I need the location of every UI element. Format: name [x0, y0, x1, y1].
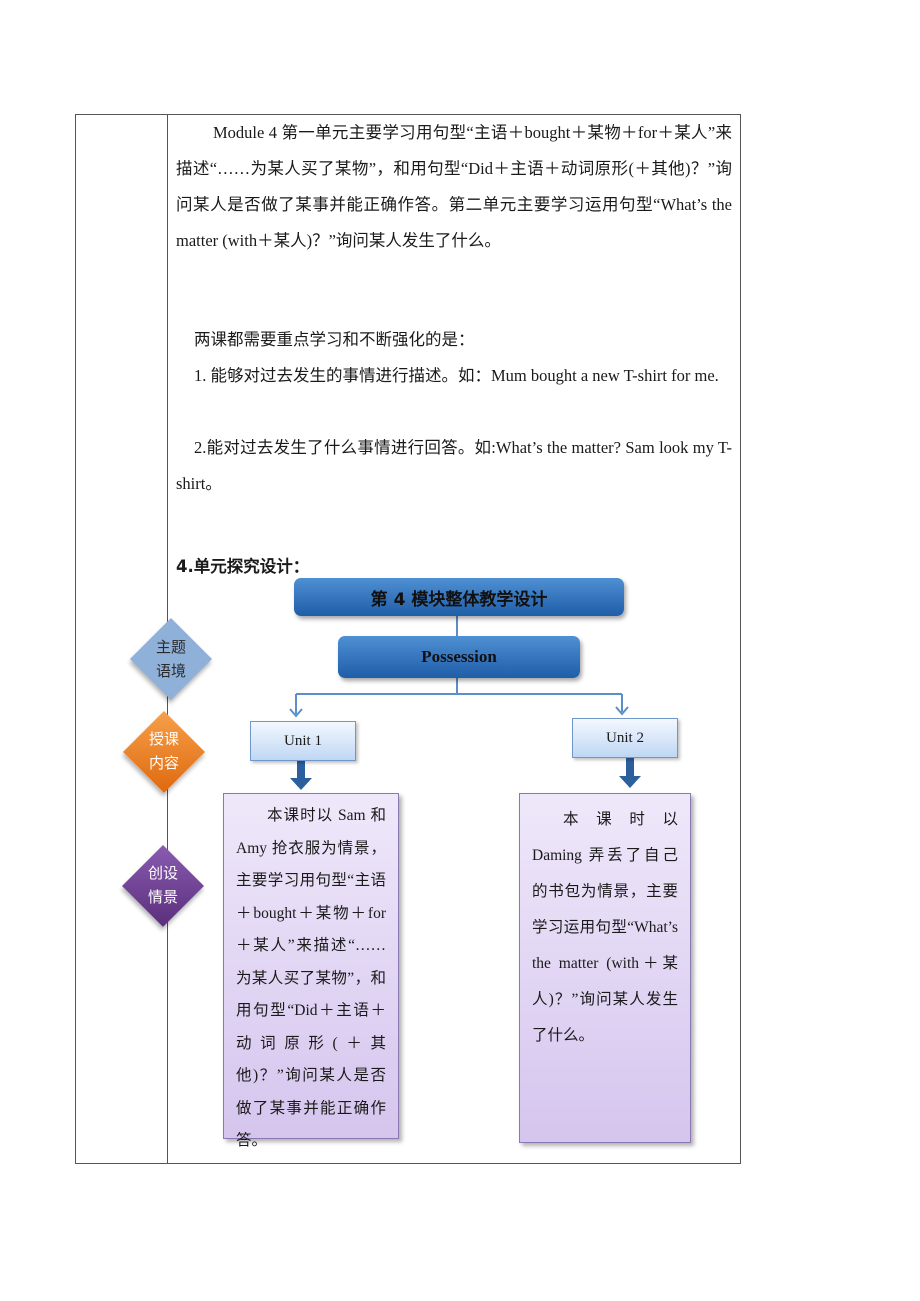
unit-1-content: 本课时以 Sam 和 Amy 抢衣服为情景，主要学习用句型“主语＋bought＋…	[223, 793, 399, 1149]
key-point-1: 1. 能够对过去发生的事情进行描述。如：Mum bought a new T-s…	[194, 366, 719, 385]
unit-2-content: 本课时以 Daming 弄丢了自己的书包为情景，主要学习运用句型“What’s …	[519, 793, 691, 1143]
unit-1-box: Unit 1	[250, 721, 356, 761]
intro-paragraph-1: Module 4 第一单元主要学习用句型“主语＋bought＋某物＋for＋某人…	[176, 123, 732, 250]
theme-context-label: 主题语境	[155, 640, 186, 680]
section-heading: 4.单元探究设计：	[176, 557, 310, 576]
key-point-2: 2.能对过去发生了什么事情进行回答。如:What’s the matter? S…	[176, 438, 732, 493]
intro-paragraph-2: 两课都需要重点学习和不断强化的是：	[194, 330, 475, 349]
module-title-bar: 第 4 模块整体教学设计	[294, 578, 624, 616]
theme-bar: Possession	[338, 636, 580, 678]
table-frame	[75, 114, 741, 1164]
scenario-label: 创设情景	[147, 866, 178, 906]
teaching-content-label: 授课内容	[148, 732, 179, 772]
unit-2-box: Unit 2	[572, 718, 678, 758]
